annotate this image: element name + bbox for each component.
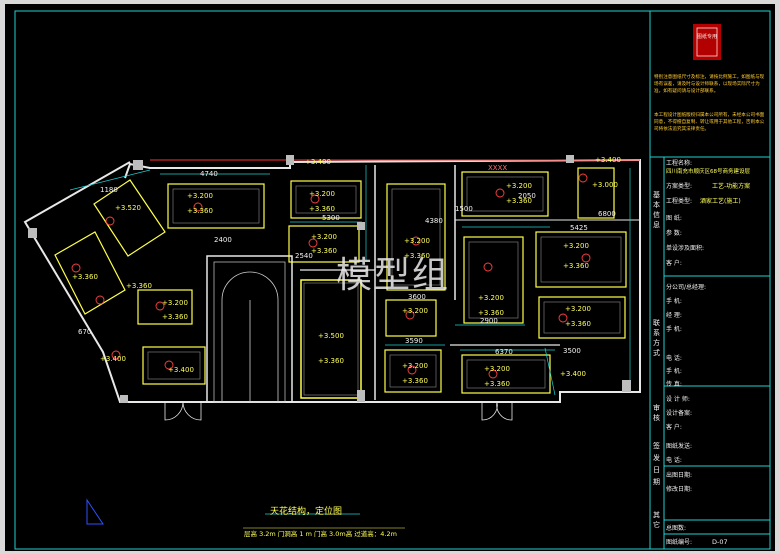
dimension-label: 3500 <box>563 347 581 355</box>
elevation-label: +3.200 <box>402 362 428 370</box>
total-sheets-label: 总图数: <box>666 525 687 532</box>
dimension-label: 2050 <box>518 192 536 200</box>
elevation-label: +3.200 <box>187 192 213 200</box>
elevation-label: +3.400 <box>100 355 126 363</box>
elevation-label: +3.200 <box>162 299 188 307</box>
dimension-label: 5300 <box>322 214 340 222</box>
contact-field: 设 计 师: <box>666 396 690 403</box>
contact-field: 电 话: <box>666 355 682 362</box>
elevation-label: +3.400 <box>595 156 621 164</box>
elevation-label: +3.360 <box>318 357 344 365</box>
drawing-number-value: D-07 <box>712 538 728 546</box>
info-field: 单设涉及面积: <box>666 245 705 252</box>
contact-field: 分公司/总经理: <box>666 284 707 291</box>
elevation-label: +3.200 <box>309 190 335 198</box>
elevation-label: +3.200 <box>563 242 589 250</box>
info-field: 参 数: <box>666 230 682 237</box>
title-block-note: 本工程设计图纸版权归属本公司所有，未经本公司书面同意，不得擅自复制、转让或用于其… <box>654 113 765 132</box>
bottom-field: 图纸发送: <box>666 443 693 450</box>
elevation-label: +3.360 <box>506 197 532 205</box>
elevation-label: +3.360 <box>187 207 213 215</box>
dimension-label: 2540 <box>295 252 313 260</box>
elevation-label: +3.360 <box>126 282 152 290</box>
elevation-label: +3.360 <box>402 377 428 385</box>
dimension-label: 2900 <box>480 317 498 325</box>
contact-field: 手 机: <box>666 298 682 305</box>
dimension-label: 3590 <box>405 337 423 345</box>
elevation-label: +3.200 <box>404 237 430 245</box>
info-field: 客 户: <box>666 260 682 267</box>
elevation-label: +3.200 <box>402 307 428 315</box>
info-field: 图 纸: <box>666 215 682 222</box>
dimension-label: 4380 <box>425 217 443 225</box>
bottom-field: 修改日期: <box>666 486 693 493</box>
dimension-label: 670 <box>78 328 92 336</box>
approval-side-label: 审核 <box>653 404 660 422</box>
dimension-label: 6370 <box>495 348 513 356</box>
dimension-label: 4740 <box>200 170 218 178</box>
dimension-label: 3600 <box>408 293 426 301</box>
scheme-value: 工艺-功能方案 <box>712 183 751 190</box>
elevation-label: +3.000 <box>592 181 618 189</box>
basic-info-side-label: 基本信息 <box>653 191 660 229</box>
elevation-label: +3.360 <box>478 309 504 317</box>
project-label: 工程名称: <box>666 160 693 167</box>
contact-field: 客 户: <box>666 424 682 431</box>
contact-side-label: 联系方式 <box>653 319 660 357</box>
project-value: 四川南充市顺庆区68号商务建设层 <box>666 169 750 175</box>
plan-note: XXXX <box>488 164 508 172</box>
elevation-label: +3.520 <box>115 204 141 212</box>
title-block-frame <box>649 10 771 550</box>
contact-field: 手 机: <box>666 326 682 333</box>
bottom-field: 出图日期: <box>666 472 693 479</box>
elevation-label: +3.200 <box>565 305 591 313</box>
drawing-subtitle: 层高 3.2m 门洞高 1 m 门高 3.0m高 过道高：4.2m <box>244 530 397 538</box>
elevation-label: +3.400 <box>560 370 586 378</box>
elevation-label: +3.360 <box>484 380 510 388</box>
company-stamp <box>693 24 721 60</box>
elevation-label: +3.360 <box>563 262 589 270</box>
dimension-label: 2400 <box>214 236 232 244</box>
elevation-label: +3.360 <box>404 252 430 260</box>
elevation-label: +3.360 <box>309 205 335 213</box>
elevation-label: +3.200 <box>311 233 337 241</box>
elevation-label: +3.360 <box>72 273 98 281</box>
elevation-label: +3.500 <box>318 332 344 340</box>
dimension-label: 5425 <box>570 224 588 232</box>
scheme-label: 方案类型: <box>666 183 693 190</box>
elevation-label: +3.360 <box>565 320 591 328</box>
elevation-label: +3.400 <box>168 366 194 374</box>
sign-date-side-label: 签发日期 <box>653 442 660 486</box>
watermark: 模型组 <box>336 255 451 296</box>
drawing-number-label: 图纸编号: <box>666 539 693 546</box>
type-value: 酒家工艺(施工) <box>700 198 741 205</box>
bottom-field: 电 话: <box>666 457 682 464</box>
elevation-label: +3.360 <box>162 313 188 321</box>
dimension-label: 1180 <box>100 186 118 194</box>
dimension-label: 6800 <box>598 210 616 218</box>
other-side-label: 其它 <box>653 511 660 529</box>
elevation-label: +3.400 <box>305 158 331 166</box>
stamp-text: 图纸专用 <box>697 34 718 40</box>
elevation-label: +3.200 <box>478 294 504 302</box>
type-label: 工程类型: <box>666 198 693 205</box>
drawing-title: 天花结构，定位图 <box>270 507 343 517</box>
contact-field: 设计备案: <box>666 410 693 417</box>
elevation-label: +3.360 <box>311 247 337 255</box>
dimension-label: 1500 <box>455 205 473 213</box>
contact-field: 经 理: <box>666 312 682 319</box>
title-block-note: 特别注意图纸尺寸及标注，请按比例施工，如图纸与现场有误差，请及时与设计师联系，以… <box>654 75 765 94</box>
elevation-label: +3.200 <box>484 365 510 373</box>
contact-field: 手 机: <box>666 368 682 375</box>
elevation-label: +3.200 <box>506 182 532 190</box>
contact-field: 传 真: <box>666 381 682 388</box>
floor-plan <box>23 155 641 525</box>
